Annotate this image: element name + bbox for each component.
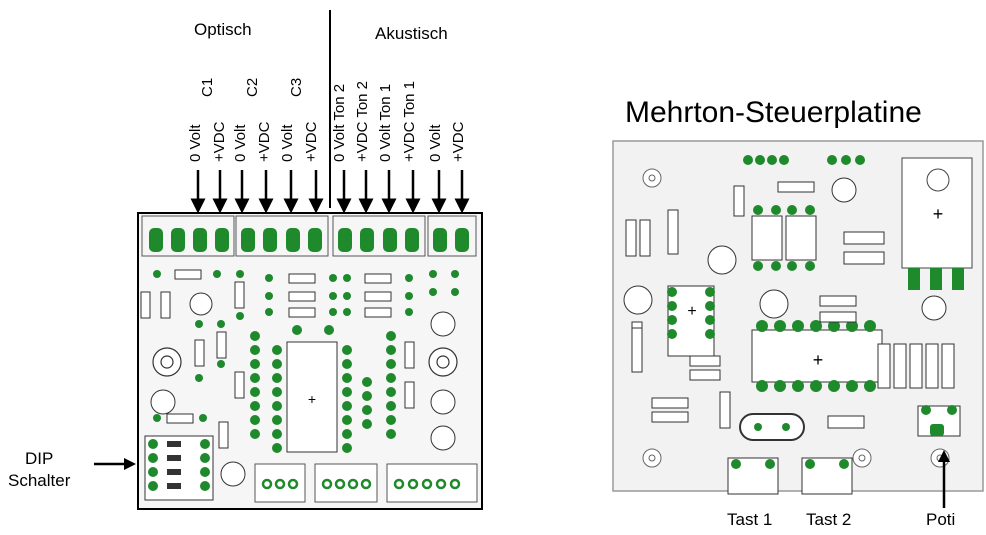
pin-label-7: 0 Volt Ton 2 xyxy=(331,83,348,162)
optocouplers xyxy=(751,215,817,261)
pcb-mounting-holes xyxy=(642,168,950,468)
group-divider xyxy=(329,10,331,208)
left-pcb: + xyxy=(137,212,483,510)
pin-label-10: +VDC Ton 1 xyxy=(401,80,418,162)
dip-switch xyxy=(144,435,214,501)
bottom-connectors xyxy=(254,463,478,503)
ic-columns xyxy=(250,325,396,439)
voltage-regulator: + xyxy=(901,157,973,290)
pin-label-11: 0 Volt xyxy=(427,124,444,162)
board-title: Mehrton-Steuerplatine xyxy=(625,96,922,129)
dip-label-line2: Schalter xyxy=(8,471,71,490)
connector-pads xyxy=(149,228,469,252)
mounting-holes xyxy=(152,347,458,377)
right-pcb: + + + xyxy=(612,140,984,495)
resistors xyxy=(140,269,415,449)
ic-center: + xyxy=(272,341,352,453)
capacitors xyxy=(150,292,456,487)
header-pads xyxy=(743,155,865,165)
channel-label-c3: C3 xyxy=(288,77,305,97)
pin-label-5: 0 Volt xyxy=(279,124,296,162)
pin-label-2: +VDC xyxy=(211,121,228,162)
dip-label: DIP Schalter xyxy=(8,448,70,492)
svg-text:+: + xyxy=(308,391,316,407)
pcb-resistors xyxy=(625,181,955,429)
dip-arrow xyxy=(94,458,136,470)
small-pads xyxy=(153,270,459,422)
pin-label-8: +VDC Ton 2 xyxy=(354,80,371,162)
label-optisch: Optisch xyxy=(194,20,252,39)
pin-label-6: +VDC xyxy=(303,121,320,162)
label-poti: Poti xyxy=(926,510,956,529)
label-akustisch: Akustisch xyxy=(375,24,448,43)
channel-label-c1: C1 xyxy=(199,77,216,97)
label-tast-2: Tast 2 xyxy=(806,510,852,529)
svg-text:+: + xyxy=(687,303,696,320)
channel-label-c2: C2 xyxy=(244,77,261,97)
pin-label-12: +VDC xyxy=(450,121,467,162)
ic-main: + xyxy=(751,320,883,392)
pin-label-4: +VDC xyxy=(256,121,273,162)
pin-label-9: 0 Volt Ton 1 xyxy=(377,83,394,162)
pin-arrows xyxy=(190,170,470,214)
top-connectors xyxy=(141,215,477,257)
dip-label-line1: DIP xyxy=(25,449,54,468)
ic-small-1: + xyxy=(667,285,715,357)
bottom-arrows xyxy=(938,450,950,508)
pin-label-1: 0 Volt xyxy=(187,124,204,162)
label-tast-1: Tast 1 xyxy=(727,510,773,529)
svg-text:+: + xyxy=(933,204,944,224)
crystal xyxy=(739,413,805,441)
svg-text:+: + xyxy=(813,350,824,370)
pcb-capacitors xyxy=(623,177,947,429)
pin-label-3: 0 Volt xyxy=(232,124,249,162)
